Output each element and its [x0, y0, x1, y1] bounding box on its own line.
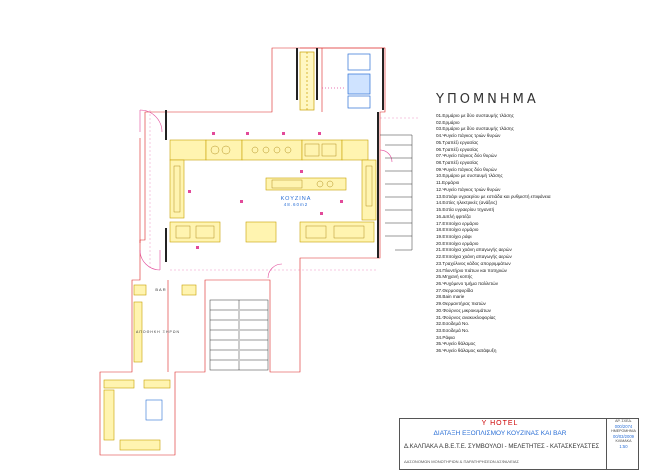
- legend-item: 27.Θερμοσφυρίδα: [436, 287, 473, 293]
- drawing-number: 000/2074: [614, 424, 633, 429]
- legend-item: 22.Επιτοίχια χοάνη απαγωγής αερών: [436, 254, 512, 260]
- legend-item: 35.Ψυγείο θάλαμος: [436, 341, 476, 347]
- dimension-lines: [149, 110, 420, 271]
- thick-walls: [165, 48, 384, 262]
- legend-item: 04.Ψυγείο πάγκος τριών θυρών: [436, 133, 501, 139]
- legend-item: 09.Ψυγείο πάγκος δύο θυρών: [436, 166, 497, 172]
- legend-item: 11.Ερμάριο: [436, 180, 460, 186]
- legend-item: 17.Επιτοίχιο ερμάριο: [436, 220, 479, 226]
- company-name: Δ.ΚΑΛΠΑΚΑ Α.Β.Ε.Τ.Ε. ΣΥΜΒΟΥΛΟΙ - ΜΕΛΕΤΗΤ…: [404, 444, 600, 450]
- legend-item: 36.Ψυγείο θάλαμος κατάψυξη: [436, 348, 497, 354]
- legend-item: 18.Επιτοίχιο ερμάριο: [436, 227, 479, 233]
- legend-item: 26.Ψυχόμενο τμήμα παλλετών: [436, 280, 499, 286]
- legend-item: 20.Επιτοίχιο ερμάριο: [436, 240, 479, 246]
- legend-item: 07.Ψυγείο πάγκος δύο θυρών: [436, 153, 497, 159]
- item-markers: [188, 132, 343, 249]
- legend-item: 25.Μηχανή κοπής: [436, 274, 473, 280]
- staircase: [209, 299, 269, 371]
- legend-item: 16.Διπλή φριτέζα: [436, 213, 471, 219]
- legend-item: 33.Εσοδεμά No.: [436, 328, 470, 333]
- drawing-title: ΔΙΑΤΑΞΗ ΕΞΟΠΛΙΣΜΟΥ ΚΟΥΖΙΝΑΣ ΚΑΙ BAR: [433, 430, 567, 437]
- drawing-date: 00/03/2009: [613, 434, 634, 439]
- legend-item: 01.Ερμάριο με δύο συσταυμής τλάσης: [436, 113, 514, 118]
- bar-equipment: [103, 284, 197, 451]
- legend-item: 02.Ερμάριο: [436, 119, 460, 125]
- legend-list: 01.Ερμάριο με δύο συσταυμής τλάσης 02.Ερ…: [436, 113, 636, 355]
- legend-item: 13.Εστιάρι υγραερίου με εστιάδα και ρυθμ…: [436, 193, 551, 199]
- kitchen-room-area: 48.60m2: [283, 202, 309, 207]
- storage-room-label: ΑΠΟΘΗΚΗ ΞΗΡΩΝ: [136, 330, 180, 334]
- legend-item: 12.Ψυγείο πάγκος τριών θυρών: [436, 186, 501, 192]
- hotel-name: Y HOTEL: [481, 420, 519, 427]
- legend-item: 34.Ράφια: [436, 334, 455, 340]
- scale-label: ΚΛΙΜΑΚΑ: [615, 439, 632, 443]
- drawing-scale: 1:50: [619, 444, 628, 449]
- kitchen-room-label: ΚΟΥΖΙΝΑ 48.60m2: [266, 196, 326, 207]
- drawing-number-label: ΑΡ. ΣΧΕΔ.: [615, 419, 632, 423]
- bar-room-label: BAR: [155, 287, 167, 292]
- legend-item: 08.Τραπέζι εργασίας: [436, 160, 479, 166]
- legend-item: 30.Φούρνος μικροκυμάτων: [436, 307, 491, 313]
- legend-item: 19.Επιτοίχιο ράφι: [436, 233, 472, 239]
- legend-item: 05.Τραπέζι εργασίας: [436, 139, 479, 145]
- legend: ΥΠΟΜΝΗΜΑ 01.Ερμάριο με δύο συσταυμής τλά…: [436, 92, 636, 355]
- top-corridor: [299, 51, 371, 111]
- equipment-details: [173, 143, 373, 239]
- legend-item: 03.Ερμάριο με δύο συσταυμής τλάσης: [436, 126, 514, 132]
- title-block: Y HOTEL ΔΙΑΤΑΞΗ ΕΞΟΠΛΙΣΜΟΥ ΚΟΥΖΙΝΑΣ ΚΑΙ …: [399, 418, 639, 470]
- right-stair: [380, 134, 413, 251]
- legend-item: 14.Εστίες ηλεκτρικές (ανάξεις): [436, 200, 498, 206]
- outer-walls: [99, 47, 386, 456]
- legend-item: 24.Πλυντήριο πιάτων και ποτηριών: [436, 267, 507, 273]
- legend-item: 31.Φούρνος ανακυκλοφορίας: [436, 314, 496, 320]
- legend-item: 15.Εστία υγραερίου τηγανιτή: [436, 207, 495, 213]
- company-address: ΔΑΣΟΝΟΜΩΝ ΜΟΝΩΤΗΡΙΩΝ & ΠΑΡΑΤΗΡΗΣΕΩΝ ΑΣΦΑ…: [404, 459, 520, 464]
- title-block-meta: ΑΡ. ΣΧΕΔ. 000/2074 ΗΜΕΡΟΜΗΝΙΑ 00/03/2009…: [606, 419, 640, 469]
- legend-item: 28.Bain marie: [436, 294, 465, 300]
- kitchen-room-name: ΚΟΥΖΙΝΑ: [280, 196, 312, 202]
- legend-item: 21.Επιτοίχια χοάνη απαγωγής αερών: [436, 247, 512, 253]
- legend-item: 10.Ερμάριο με συσταυμή τλάσης: [436, 173, 503, 179]
- legend-title: ΥΠΟΜΝΗΜΑ: [436, 92, 539, 107]
- legend-item: 29.Θερμαντήρας πιατών: [436, 301, 486, 307]
- legend-item: 23.Τραχύλινος κάδος απορριμμάτων: [436, 260, 511, 266]
- legend-item: 06.Τραπέζι εργασίας: [436, 146, 479, 152]
- legend-item: 32.Εσοδεμά No.: [436, 321, 470, 327]
- date-label: ΗΜΕΡΟΜΗΝΙΑ: [611, 429, 636, 433]
- kitchen-counters: [169, 139, 377, 243]
- doors: [139, 109, 393, 279]
